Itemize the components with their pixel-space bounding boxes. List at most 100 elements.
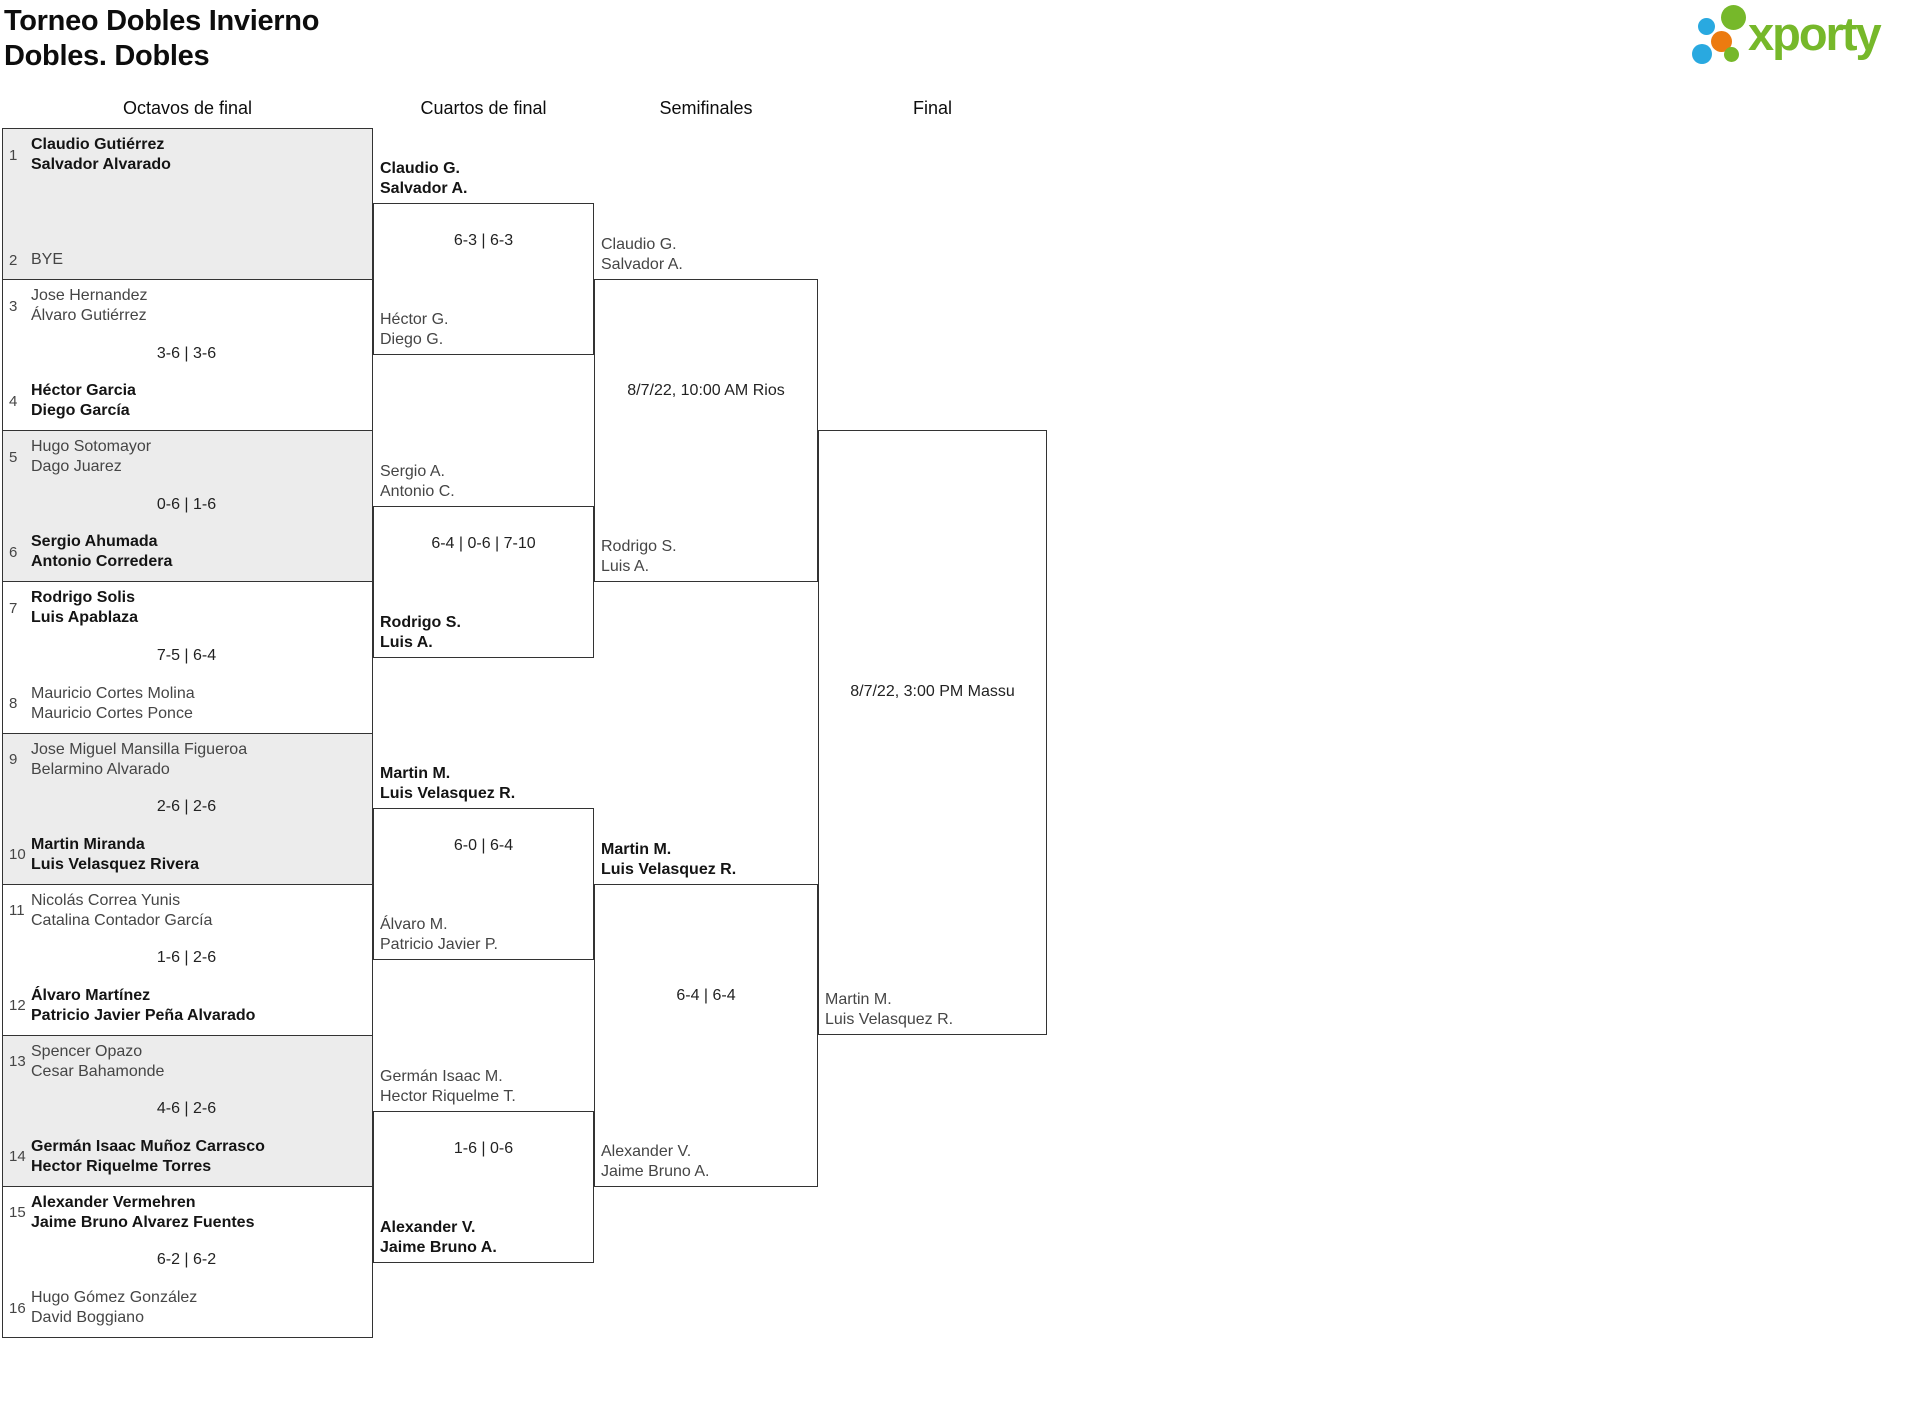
participant-bottom: Alexander V.Jaime Bruno A. xyxy=(380,1219,497,1256)
participant-top: Sergio A.Antonio C. xyxy=(380,463,455,500)
seed-number: 10 xyxy=(9,846,26,864)
participant-top: Germán Isaac M.Hector Riquelme T. xyxy=(380,1068,516,1105)
logo-dot-green-large-icon xyxy=(1721,5,1746,30)
seed-number: 8 xyxy=(9,695,18,712)
match-score: 1-6 | 0-6 xyxy=(453,1140,514,1157)
logo-dot-blue-small-icon xyxy=(1698,18,1715,35)
seed-number: 9 xyxy=(9,751,18,768)
round-header-final: Final xyxy=(912,98,952,118)
cuartos-match-1[interactable]: Claudio G.Salvador A. 6-3 | 6-3 Héctor G… xyxy=(373,160,594,355)
match-score: 0-6 | 1-6 xyxy=(156,495,217,513)
cuartos-match-2[interactable]: Sergio A.Antonio C. 6-4 | 0-6 | 7-10 Rod… xyxy=(373,463,594,658)
cuartos-match-3[interactable]: Martin M.Luis Velasquez R. 6-0 | 6-4 Álv… xyxy=(373,765,594,960)
round-header-cuartos: Cuartos de final xyxy=(420,98,547,118)
seed-number: 13 xyxy=(9,1053,26,1071)
tournament-category: Dobles. Dobles xyxy=(4,40,210,72)
logo-dot-blue-large-icon xyxy=(1692,44,1712,64)
seed-number: 5 xyxy=(9,448,18,466)
seed-number: 7 xyxy=(9,599,18,617)
match-schedule: 8/7/22, 3:00 PM Massu xyxy=(850,683,1015,700)
seed-number: 16 xyxy=(9,1299,26,1317)
seed-number: 11 xyxy=(9,902,25,920)
participant-top: Martin M.Luis Velasquez R. xyxy=(601,841,737,878)
xporty-logo[interactable]: xporty xyxy=(1690,0,1918,70)
participant-names: BYE xyxy=(31,251,64,269)
seed-number: 3 xyxy=(9,297,18,315)
participant-top: Martin M.Luis Velasquez R. xyxy=(380,765,516,802)
logo-dot-green-small-icon xyxy=(1724,47,1739,62)
match-score: 4-6 | 2-6 xyxy=(156,1100,217,1118)
participant-bottom: Martin M.Luis Velasquez R. xyxy=(825,991,954,1028)
match-score: 1-6 | 2-6 xyxy=(156,949,217,967)
tournament-name: Torneo Dobles Invierno xyxy=(4,5,320,37)
participant-pair: 2 BYE xyxy=(9,250,364,270)
seed-number: 4 xyxy=(9,392,18,410)
final-match[interactable]: 8/7/22, 3:00 PM Massu Martin M.Luis Vela… xyxy=(818,430,1047,1035)
logo-dot-orange-icon xyxy=(1711,31,1732,52)
round-header-octavos: Octavos de final xyxy=(122,98,253,118)
semifinal-match-2[interactable]: Martin M.Luis Velasquez R. 6-4 | 6-4 Ale… xyxy=(594,841,818,1187)
semifinal-match-1[interactable]: Claudio G.Salvador A. 8/7/22, 10:00 AM R… xyxy=(594,236,818,582)
match-score: 7-5 | 6-4 xyxy=(156,646,217,664)
participant-bottom: Héctor G.Diego G. xyxy=(380,311,449,348)
match-score: 6-0 | 6-4 xyxy=(453,837,514,854)
participant-top: Claudio G.Salvador A. xyxy=(380,160,468,197)
match-score: 6-3 | 6-3 xyxy=(453,232,514,249)
match-score: 6-4 | 0-6 | 7-10 xyxy=(431,535,536,552)
logo-wordmark: xporty xyxy=(1748,7,1882,60)
participant-bottom: Álvaro M.Patricio Javier P. xyxy=(380,916,498,953)
seed-number: 12 xyxy=(9,997,26,1015)
match-score: 6-4 | 6-4 xyxy=(676,987,736,1004)
cuartos-match-4[interactable]: Germán Isaac M.Hector Riquelme T. 1-6 | … xyxy=(373,1068,594,1263)
participant-bottom: Rodrigo S.Luis A. xyxy=(380,614,461,651)
match-score: 2-6 | 2-6 xyxy=(156,798,217,816)
seed-number: 14 xyxy=(9,1148,26,1166)
seed-number: 2 xyxy=(9,251,18,269)
match-score: 3-6 | 3-6 xyxy=(156,344,217,362)
seed-number: 15 xyxy=(9,1204,26,1222)
seed-number: 6 xyxy=(9,543,18,561)
seed-number: 1 xyxy=(9,146,18,164)
round-header-semifinales: Semifinales xyxy=(659,98,753,118)
match-schedule: 8/7/22, 10:00 AM Rios xyxy=(627,382,785,399)
match-score: 6-2 | 6-2 xyxy=(156,1251,217,1269)
